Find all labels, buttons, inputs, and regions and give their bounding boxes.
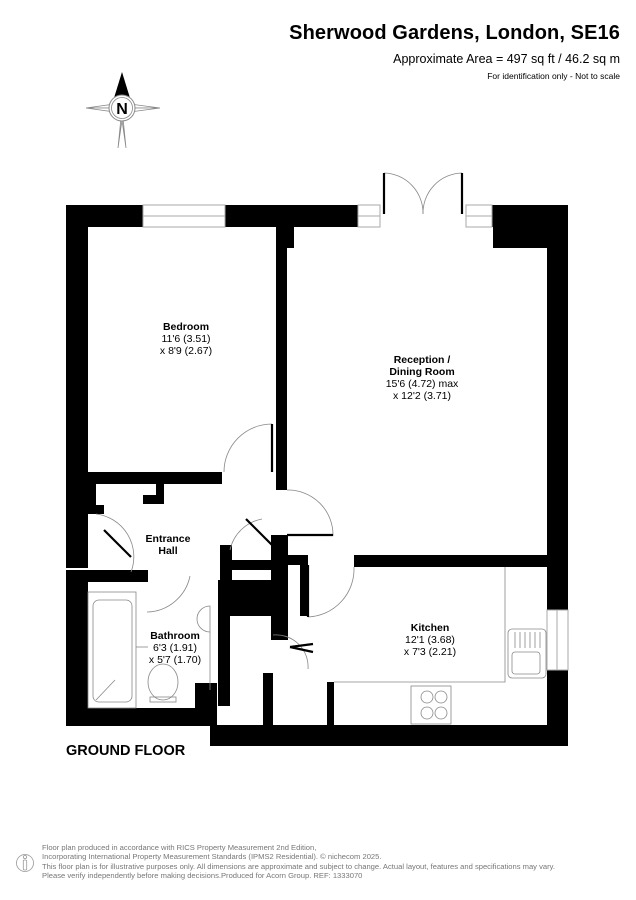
windows [142, 204, 569, 671]
bathroom-fittings [87, 591, 211, 709]
person-info-icon [16, 854, 34, 872]
floor-label: GROUND FLOOR [66, 743, 186, 759]
footer-disclaimer: Floor plan produced in accordance with R… [42, 843, 555, 881]
approximate-area: Approximate Area = 497 sq ft / 46.2 sq m [393, 52, 620, 66]
room-label-entrance-hall: Entrance Hall [145, 533, 191, 557]
footer-line: Floor plan produced in accordance with R… [42, 843, 317, 852]
room-label-reception: Reception / Dining Room 15'6 (4.72) max … [385, 354, 459, 402]
north-compass-icon: N [85, 72, 161, 149]
footer-line: This floor plan is for illustrative purp… [42, 861, 555, 871]
walls [66, 205, 568, 746]
footer-line: Please verify independently before makin… [42, 871, 363, 881]
door-leaves [103, 173, 464, 654]
room-label-bathroom: Bathroom 6'3 (1.91) x 5'7 (1.70) [148, 630, 202, 666]
footer-line: Incorporating International Property Mea… [42, 852, 382, 862]
kitchen-fittings [334, 567, 547, 725]
compass-n-label: N [116, 101, 128, 118]
page-title: Sherwood Gardens, London, SE16 [289, 22, 620, 44]
room-label-bedroom: Bedroom 11'6 (3.51) x 8'9 (2.67) [159, 321, 213, 357]
door-swings [95, 172, 463, 670]
room-label-kitchen: Kitchen 12'1 (3.68) x 7'3 (2.21) [403, 622, 457, 658]
scale-note: For identification only - Not to scale [487, 71, 620, 81]
